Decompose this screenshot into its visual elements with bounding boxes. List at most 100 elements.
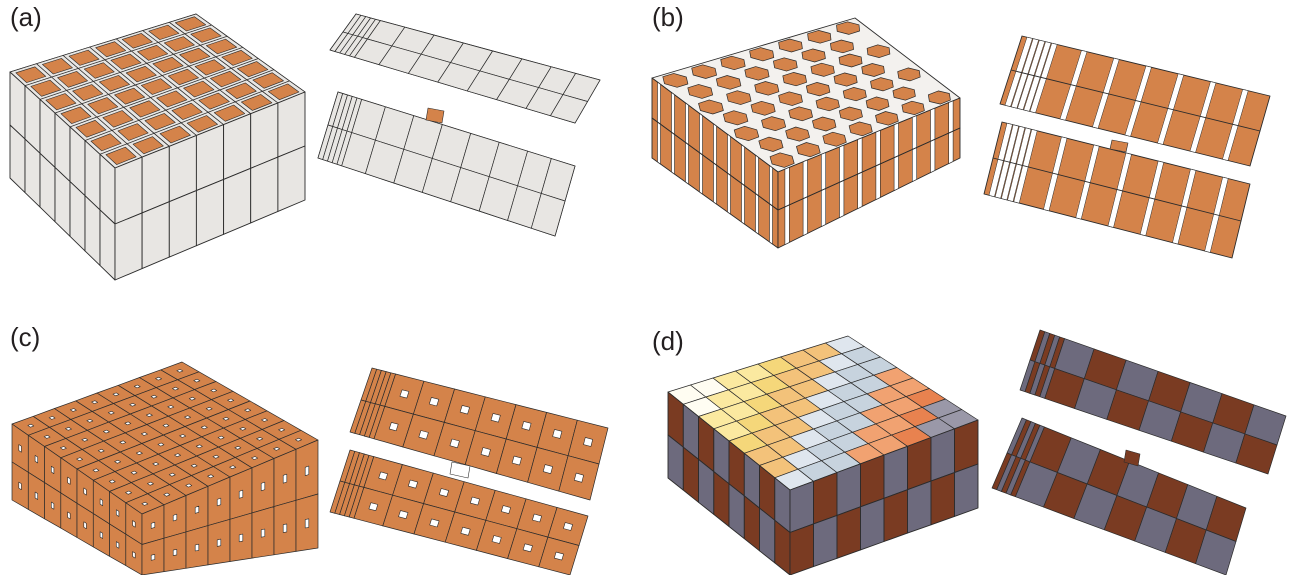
hex-cell	[836, 21, 860, 35]
orange-core	[156, 90, 188, 108]
inclusion	[532, 513, 542, 523]
crack-core	[425, 107, 445, 124]
crack-gap	[449, 461, 471, 479]
orange-core	[95, 41, 126, 58]
inclusion	[256, 436, 264, 441]
hex-cell	[801, 48, 826, 63]
inclusion	[108, 479, 116, 484]
hex-cell	[812, 116, 837, 132]
orange-core	[171, 102, 203, 120]
inclusion	[428, 397, 440, 407]
inclusion	[282, 473, 288, 484]
orange-core	[117, 123, 149, 141]
block-right-d	[789, 419, 979, 575]
inclusion	[91, 400, 98, 404]
hex-cell	[691, 64, 717, 79]
orange-core	[144, 113, 176, 131]
right-rows	[777, 127, 961, 211]
inclusion	[130, 470, 138, 475]
hex-cell	[796, 142, 821, 158]
inclusion	[162, 423, 170, 428]
hex-cell	[901, 100, 925, 116]
inclusion	[193, 378, 201, 383]
side-cell	[277, 145, 306, 212]
side-cell	[141, 201, 170, 270]
inclusion	[150, 554, 156, 561]
inclusion	[132, 551, 136, 559]
side-cell	[860, 497, 885, 551]
inclusion	[388, 422, 399, 432]
orange-core	[57, 71, 88, 88]
inclusion	[188, 396, 196, 401]
inclusion	[407, 479, 419, 489]
inclusion	[119, 440, 127, 445]
orange-core	[198, 92, 230, 110]
inclusion	[583, 437, 594, 447]
orange-core	[75, 120, 107, 138]
inclusion	[50, 465, 55, 475]
hex-cell	[778, 91, 803, 106]
hex-cell	[861, 63, 885, 77]
orange-core	[194, 59, 226, 76]
inclusion	[216, 538, 222, 547]
orange-core	[125, 66, 157, 83]
inclusion	[229, 465, 237, 470]
side-cell	[954, 419, 979, 474]
row-line	[992, 157, 1242, 222]
hex-cell	[927, 90, 951, 105]
orange-core	[90, 133, 122, 152]
inclusion	[172, 548, 178, 556]
inclusion	[48, 416, 56, 420]
side-cell	[930, 428, 955, 482]
inclusion	[185, 483, 193, 488]
orange-core	[141, 78, 172, 95]
inclusion	[34, 491, 39, 500]
inclusion	[116, 509, 120, 517]
inclusion	[141, 432, 148, 436]
orange-core	[183, 80, 215, 98]
inclusion	[155, 376, 162, 381]
inclusion	[76, 457, 83, 462]
inclusion	[282, 523, 288, 533]
inclusion	[216, 497, 222, 507]
hex-cell	[715, 75, 742, 90]
inclusion	[65, 426, 72, 431]
inclusion	[132, 520, 136, 528]
hex-cell	[733, 125, 760, 142]
side-cell	[774, 519, 791, 575]
row-line	[777, 127, 961, 211]
hex-cell	[754, 81, 780, 96]
inclusion	[99, 531, 103, 539]
inclusion	[212, 454, 220, 459]
inclusion	[163, 492, 171, 497]
section-upper	[1019, 329, 1287, 475]
inclusion	[490, 413, 501, 423]
inclusion	[124, 421, 132, 426]
inclusion	[81, 437, 89, 442]
orange-core	[152, 56, 184, 73]
cross-section-a	[317, 13, 601, 237]
inclusion	[553, 551, 564, 561]
inclusion	[304, 518, 310, 529]
orange-core	[221, 49, 253, 66]
orange-core	[210, 71, 242, 88]
crack-core	[1123, 449, 1141, 467]
section-upper	[329, 13, 601, 124]
section-cell	[1235, 433, 1278, 475]
hex-cell	[842, 87, 867, 102]
inclusion	[133, 384, 141, 389]
inclusion	[27, 423, 35, 428]
hex-cell	[726, 90, 752, 105]
side-cell	[250, 156, 279, 224]
orange-core	[110, 53, 142, 70]
section-lower	[329, 449, 589, 575]
inclusion	[200, 425, 208, 430]
hex-cell	[838, 53, 863, 68]
inclusion	[398, 510, 409, 520]
inclusion	[238, 533, 244, 543]
orange-core	[137, 44, 169, 61]
inclusion	[429, 518, 440, 528]
hex-cell	[778, 38, 803, 53]
section-lower	[317, 91, 576, 237]
inclusion	[107, 410, 115, 415]
